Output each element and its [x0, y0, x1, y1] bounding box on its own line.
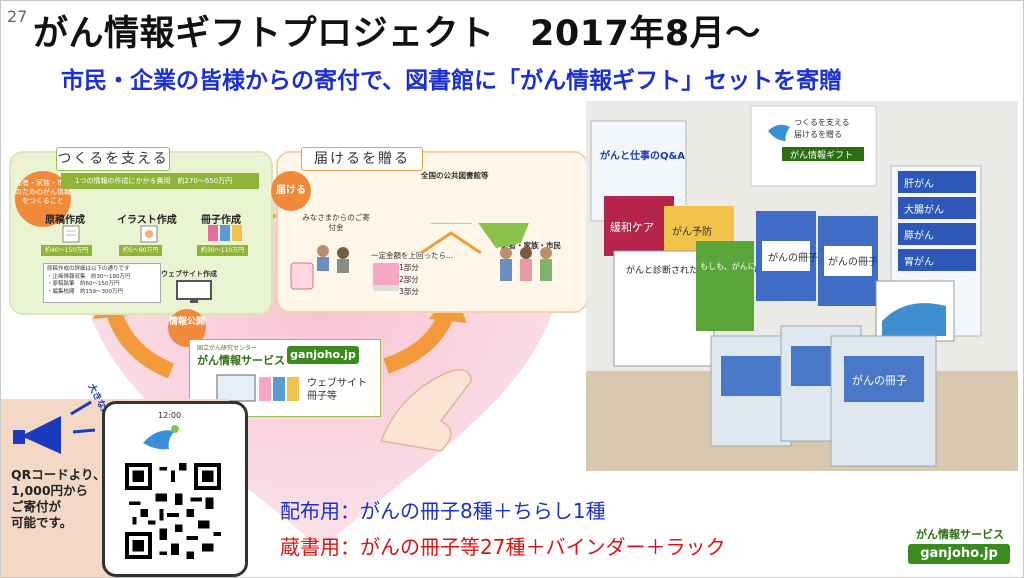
gift-set-photo: つくるを支える 届けるを贈る がん情報ギフト がんと仕事のQ&A 緩和ケア がん…: [586, 101, 1018, 471]
recipients-label: 患者・家族・市民: [501, 241, 561, 250]
libraries-label: 全国の公共図書館等: [421, 171, 489, 180]
distribution-set-text: 配布用：がんの冊子8種＋ちらし1種: [280, 499, 606, 523]
booklet-icon: [208, 225, 242, 241]
poster-line-1: つくるを支える: [794, 117, 850, 127]
phone-time: 12:00: [158, 411, 182, 420]
cost-detail-note: 原稿作成の詳細は以下の通りです ・企画情報収集 約30～180万円 ・原稿執筆 …: [43, 263, 161, 303]
threshold-label: 一定金額を上回ったら...: [371, 251, 454, 260]
deliver-illustration: [290, 223, 552, 291]
count-2: 2部分: [399, 275, 419, 284]
gift-set-illustration: つくるを支える 届けるを贈る がん情報ギフト がんと仕事のQ&A 緩和ケア がん…: [586, 105, 1018, 471]
count-1: 1部分: [399, 263, 419, 272]
page-title: がん情報ギフトプロジェクト 2017年8月～: [33, 14, 761, 54]
booklet-if-cancer: もしも、がんになったら: [700, 261, 788, 271]
poster-line-2: 届けるを贈る: [794, 129, 842, 139]
page-number: 27: [7, 7, 28, 26]
support-creation-heading: つくるを支える: [56, 147, 170, 171]
booklet-ganno-1: がんの冊子: [768, 251, 818, 264]
qr-donation-text: QRコードより、 1,000円から ご寄付が 可能です。: [11, 467, 106, 530]
website-creation-label: ウェブサイト作成: [161, 270, 217, 278]
devices-icon: [216, 374, 299, 402]
task-illustration-cost: 約5～90万円: [119, 245, 163, 256]
task-manuscript: 原稿作成: [45, 215, 85, 226]
bird-logo-icon: [143, 425, 179, 450]
service-url[interactable]: ganjoho.jp: [287, 346, 359, 364]
booklet-work-qa: がんと仕事のQ&A: [600, 149, 685, 162]
rack-colon: 大腸がん: [904, 203, 944, 216]
task-manuscript-cost: 約40～150万円: [41, 245, 93, 256]
task-booklet: 冊子作成: [201, 215, 241, 226]
deliver-gift-panel: [276, 151, 588, 313]
deliver-badge: 届ける: [271, 171, 311, 211]
service-offerings: ウェブサイト 冊子等: [307, 378, 367, 402]
footer-logo-url[interactable]: ganjoho.jp: [908, 544, 1010, 564]
monitor-icon: [176, 280, 212, 303]
center-name: 国立がん研究センター: [197, 345, 258, 352]
task-illustration: イラスト作成: [117, 215, 177, 226]
megaphone-icon: [13, 400, 96, 454]
rack-pancreas: 膵がん: [904, 229, 934, 242]
task-booklet-cost: 約30～110万円: [197, 245, 249, 256]
manuscript-icon: [62, 225, 80, 243]
count-3: 3部分: [399, 287, 419, 296]
binder-ganno: がんの冊子: [852, 373, 907, 387]
booklet-prevention: がん予防: [672, 225, 712, 238]
booklet-ganno-2: がんの冊子: [828, 255, 878, 268]
booklet-palliative: 緩和ケア: [610, 221, 654, 234]
collection-set-text: 蔵書用：がんの冊子等27種＋バインダー＋ラック: [280, 535, 726, 559]
service-name: がん情報サービス: [197, 354, 285, 367]
rack-liver: 肝がん: [904, 177, 934, 190]
page-subtitle: 市民・企業の皆様からの寄付で、図書館に「がん情報ギフト」セットを寄贈: [61, 68, 843, 94]
illustration-icon: [140, 225, 158, 243]
footer-logo-name: がん情報サービス: [916, 528, 1004, 541]
donors-label: みなさまからのご寄付金: [302, 213, 370, 232]
donation-qr-code[interactable]: [124, 463, 222, 559]
total-cost-bar: 1つの情報の作成にかかる費用 約270～650万円: [61, 173, 259, 189]
poster-gift-title: がん情報ギフト: [790, 149, 853, 161]
rack-stomach: 胃がん: [904, 255, 934, 268]
deliver-gift-heading: 届けるを贈る: [301, 147, 423, 171]
